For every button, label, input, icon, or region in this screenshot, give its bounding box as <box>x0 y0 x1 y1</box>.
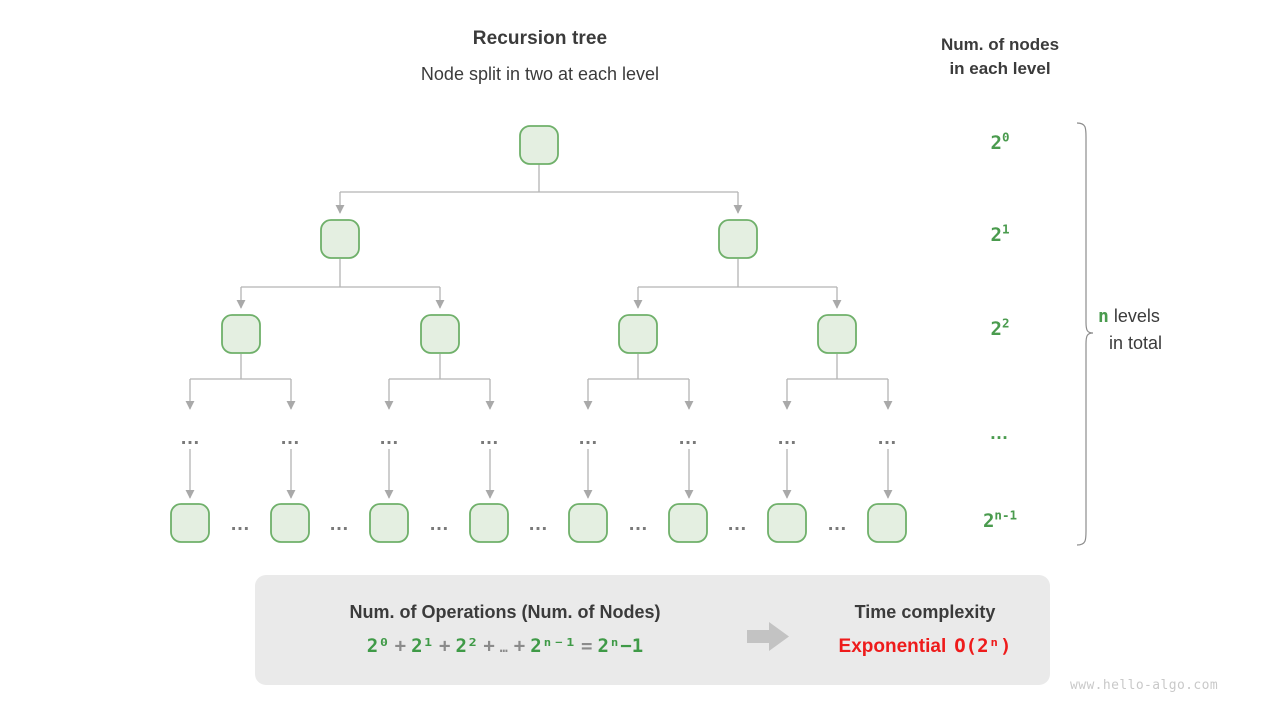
tree-node <box>867 503 907 543</box>
tree-node <box>817 314 857 354</box>
level-count-0: 20 <box>990 129 1010 154</box>
ellipsis: … <box>280 427 300 449</box>
operations-summary: Num. of Operations (Num. of Nodes) 2⁰+2¹… <box>255 602 755 657</box>
formula-term-0: 2⁰ <box>366 635 390 657</box>
formula-op-0: + <box>394 635 407 657</box>
ellipsis: … <box>528 513 548 535</box>
formula-term-4: 2ⁿ⁻¹ <box>530 635 577 657</box>
formula-op-2: + <box>483 635 495 657</box>
ellipsis: … <box>429 513 449 535</box>
page-subtitle: Node split in two at each level <box>420 64 660 84</box>
complexity-verdict: Exponential O(2ⁿ) <box>800 635 1050 658</box>
levels-brace <box>1076 122 1094 546</box>
ellipsis: … <box>827 513 847 535</box>
ellipsis: … <box>329 513 349 535</box>
tree-node <box>519 125 559 165</box>
operations-formula: 2⁰+2¹+2²+…+2ⁿ⁻¹=2ⁿ−1 <box>255 635 755 657</box>
tree-node <box>320 219 360 259</box>
ellipsis: … <box>230 513 250 535</box>
formula-ellipsis: … <box>499 641 509 656</box>
level-count-1: 21 <box>990 221 1010 246</box>
formula-term-1: 2¹ <box>411 635 434 657</box>
ellipsis: … <box>479 427 499 449</box>
formula-result: 2ⁿ−1 <box>597 635 644 657</box>
total-levels-label: n levels in total <box>1098 303 1258 357</box>
tree-node <box>469 503 509 543</box>
formula-equals: = <box>581 635 593 657</box>
formula-term-2: 2² <box>455 635 479 657</box>
level-count-2-exp: 2 <box>1001 315 1010 331</box>
column-title: Num. of nodes in each level <box>900 33 1100 81</box>
tree-node <box>420 314 460 354</box>
column-title-line1: Num. of nodes <box>940 35 1060 54</box>
level-count-last-exp: n-1 <box>994 507 1018 523</box>
tree-node <box>618 314 658 354</box>
tree-node <box>221 314 261 354</box>
complexity-word: Exponential <box>838 636 947 657</box>
tree-node <box>170 503 210 543</box>
watermark: www.hello-algo.com <box>1070 678 1219 693</box>
level-count-2: 22 <box>990 315 1010 340</box>
complexity-summary: Time complexity Exponential O(2ⁿ) <box>800 602 1050 658</box>
level-count-0-exp: 0 <box>1001 129 1010 145</box>
ellipsis: … <box>578 427 598 449</box>
tree-node <box>767 503 807 543</box>
tree-node <box>369 503 409 543</box>
levels-in-total: in total <box>1109 333 1163 353</box>
formula-op-3: + <box>513 635 526 657</box>
ellipsis: … <box>379 427 399 449</box>
ellipsis: … <box>628 513 648 535</box>
ellipsis: … <box>877 427 897 449</box>
formula-op-1: + <box>438 635 451 657</box>
column-title-line2: in each level <box>949 59 1051 78</box>
ellipsis: … <box>777 427 797 449</box>
complexity-heading: Time complexity <box>854 602 996 622</box>
ellipsis: … <box>180 427 200 449</box>
summary-panel <box>255 575 1050 685</box>
level-count-last: 2n-1 <box>982 507 1018 532</box>
level-count-1-exp: 1 <box>1001 221 1010 237</box>
tree-node <box>668 503 708 543</box>
level-count-ellipsis: … <box>989 423 1011 444</box>
arrow-right-icon <box>747 622 789 651</box>
levels-n-symbol: n <box>1098 306 1109 327</box>
ellipsis: … <box>727 513 747 535</box>
tree-node <box>718 219 758 259</box>
tree-node <box>568 503 608 543</box>
ellipsis: … <box>678 427 698 449</box>
levels-word: levels <box>1113 306 1160 326</box>
complexity-notation: O(2ⁿ) <box>954 635 1012 657</box>
tree-node <box>270 503 310 543</box>
operations-heading: Num. of Operations (Num. of Nodes) <box>349 602 661 622</box>
page-title: Recursion tree <box>472 28 608 49</box>
